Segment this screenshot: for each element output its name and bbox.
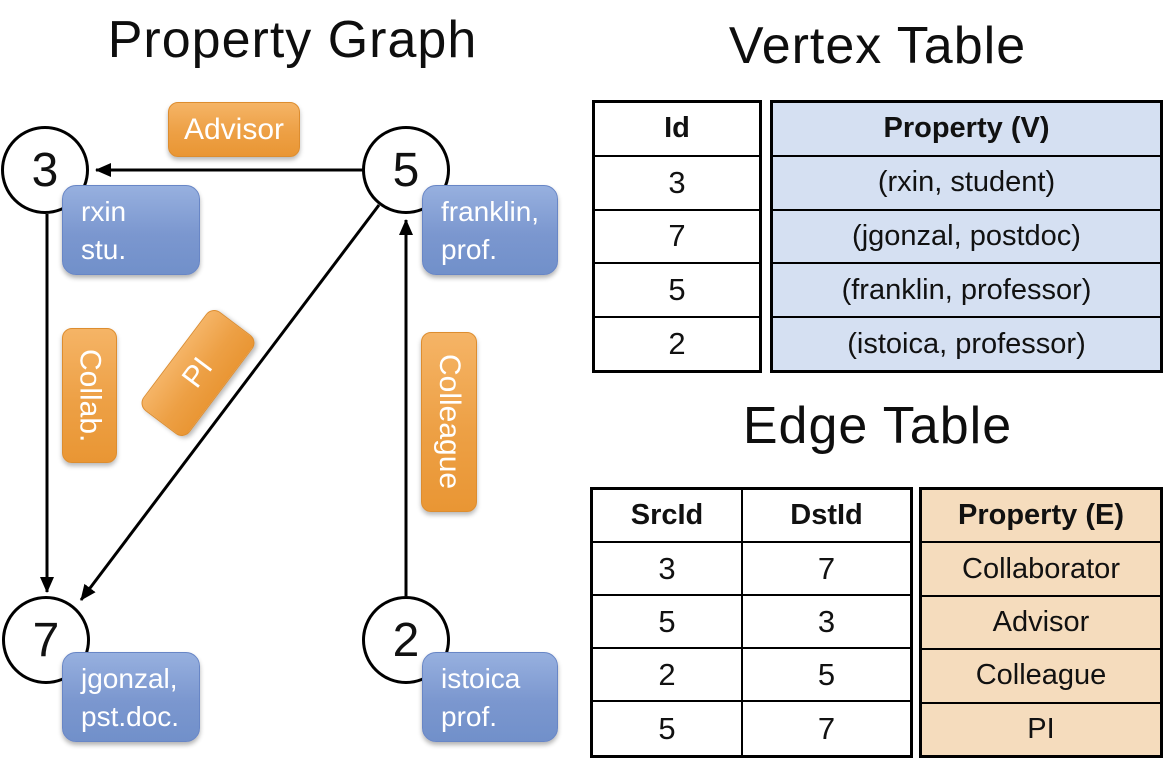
node-3-property-line1: rxin [81,196,127,227]
edge-table-id-columns: SrcId DstId 3 7 5 3 2 5 5 7 [590,487,913,758]
vertex-table-header-property: Property (V) [773,103,1160,157]
edge-pi-arrow [79,204,381,601]
edge-table-header-dstid: DstId [743,490,910,543]
node-7-property-line1: jgonzal, [81,663,178,694]
edge-table-header-property: Property (E) [922,490,1160,544]
edge-table-property-cell: Collaborator [922,543,1160,597]
node-2-id: 2 [392,613,420,667]
edge-table-dstid-cell: 5 [743,649,910,702]
edge-table-srcid-cell: 5 [593,596,743,649]
graph-node-2: 2 [362,596,450,684]
edge-table-property-cell: PI [1027,712,1055,745]
node-3-property-box: rxin stu. [62,185,200,275]
edge-table-title: Edge Table [742,397,1013,455]
node-2-property-line2: prof. [441,701,498,732]
property-graph-title: Property Graph [107,11,478,69]
vertex-table-id-cell: 7 [595,211,759,265]
node-5-id: 5 [392,143,420,197]
edge-table-srcid-cell: 5 [593,702,743,755]
edge-table-property-column: Property (E) Collaborator Advisor Collea… [919,487,1163,758]
graph-edges-layer [40,163,413,601]
vertex-table-property-cell: (franklin, professor) [773,264,1160,319]
node-5-property-box: franklin, prof. [422,185,558,275]
node-3-property-line2: stu. [81,234,127,265]
edge-table-dstid-cell: 3 [743,596,910,649]
vertex-table-property-cell: (jgonzal, postdoc) [773,211,1160,265]
edge-table-srcid-cell: 3 [593,543,743,596]
vertex-table-id-cell: 5 [595,264,759,319]
edge-table-srcid-cell: 2 [593,649,743,702]
edge-label-advisor: Advisor [168,102,300,157]
vertex-table-id-cell: 3 [595,157,759,211]
node-5-property-line1: franklin, [441,196,540,227]
vertex-table-id-column: Id 3 7 5 2 [592,100,762,373]
edge-table-property-cell: Advisor [922,597,1160,651]
edge-table-dstid-cell: 7 [817,710,836,746]
node-7-property-line2: pst.doc. [81,701,180,732]
vertex-table-id-cell: 2 [668,326,686,362]
edge-table-dstid-cell: 7 [743,543,910,596]
node-2-property-line1: istoica [441,663,521,694]
graph-node-5: 5 [362,126,450,214]
node-2-property-box: istoica prof. [422,652,558,742]
node-7-property-box: jgonzal, pst.doc. [62,652,200,742]
edge-label-collab: Collab. [62,328,117,463]
node-3-id: 3 [31,143,59,197]
edge-table-header-srcid: SrcId [593,490,743,543]
node-5-property-line2: prof. [441,234,498,265]
vertex-table-property-cell: (rxin, student) [773,157,1160,211]
vertex-table-header-id: Id [595,103,759,157]
edge-table-property-cell: Colleague [922,650,1160,704]
vertex-table-property-column: Property (V) (rxin, student) (jgonzal, p… [770,100,1163,373]
node-7-id: 7 [32,613,60,667]
edge-label-colleague: Colleague [421,332,477,512]
vertex-table-title: Vertex Table [728,17,1027,75]
vertex-table-property-cell: (istoica, professor) [847,327,1086,360]
